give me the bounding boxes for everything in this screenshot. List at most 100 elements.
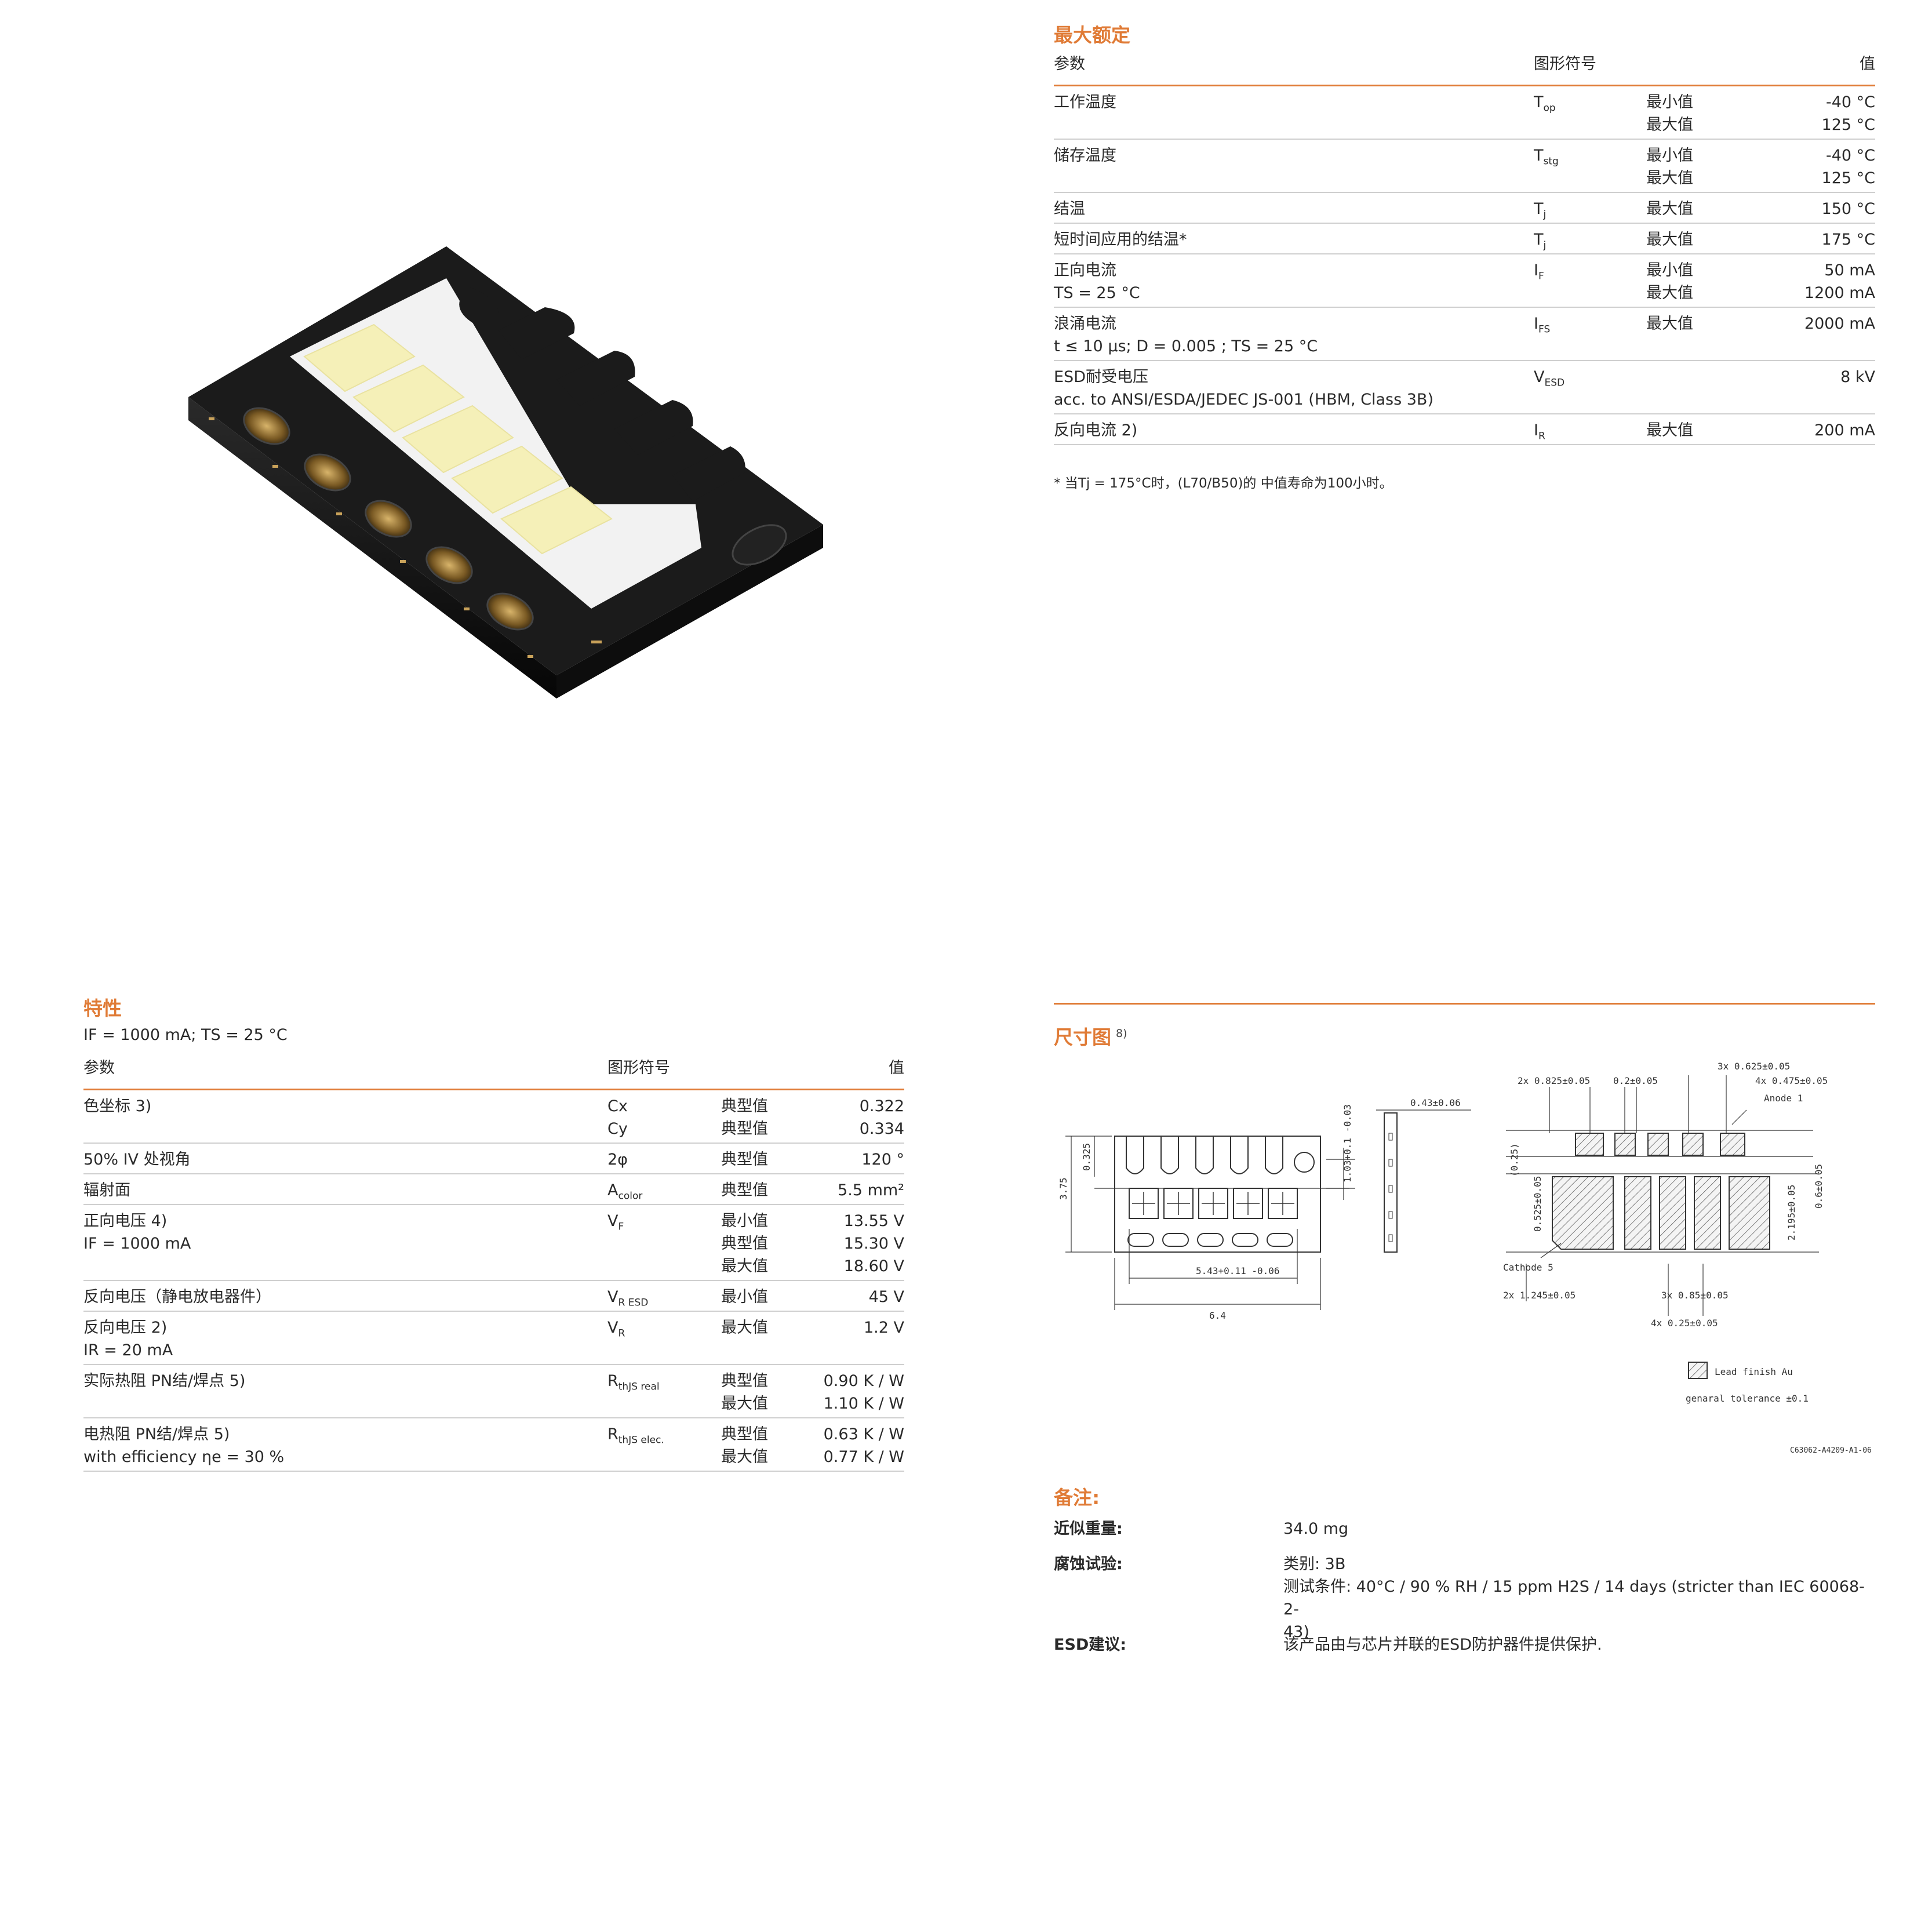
qualifier-line: 典型值 [721,1120,768,1138]
symbol-line: VF [607,1210,624,1232]
characteristics-row: 电热阻 PN结/焊点 5)with efficiency ηe = 30 %Rt… [83,1418,904,1472]
qualifier-line: 最大值 [721,1395,768,1413]
param-line: IF = 1000 mA [83,1235,191,1253]
note-value-line: 34.0 mg [1283,1520,1349,1538]
symbol-cell: Acolor [607,1179,642,1202]
param-cell: 正向电压 4)IF = 1000 mA [83,1210,191,1255]
symbol-cell: IF [1534,259,1544,282]
param-cell: 短时间应用的结温* [1054,228,1187,251]
qualifier-cell: 最大值 [721,1316,768,1339]
dim-label-3x085: 3x 0.85±0.05 [1661,1290,1729,1301]
param-cell: 工作温度 [1054,91,1116,114]
dimensions-title-text: 尺寸图 [1054,1026,1111,1049]
value-line: 0.63 K / W [823,1425,904,1443]
value-line: 45 V [868,1288,904,1306]
value-cell: 200 mA [1814,419,1875,442]
symbol-main: V [607,1288,618,1306]
param-line: 反向电流 2) [1054,421,1138,439]
qualifier-cell: 最小值 [721,1286,768,1308]
qualifier-cell: 最大值 [1646,198,1693,220]
characteristics-header-symbol: 图形符号 [607,1059,670,1077]
symbol-sub: thJS elec. [618,1434,664,1446]
qualifier-cell: 典型值 [721,1148,768,1171]
param-line: 电热阻 PN结/焊点 5) [83,1425,230,1443]
dim-label-0-6: 0.6±0.05 [1813,1164,1824,1209]
symbol-cell: IFS [1534,312,1550,335]
symbol-cell: Tj [1534,198,1546,220]
param-cell: 辐射面 [83,1179,130,1202]
symbol-cell: VR ESD [607,1286,648,1308]
param-line: TS = 25 °C [1054,284,1140,302]
symbol-main: T [1534,93,1544,111]
value-line: 1.2 V [864,1319,904,1337]
dim-label-2x1245: 2x 1.245±0.05 [1503,1290,1576,1301]
param-cell: 反向电压（静电放电器件） [83,1286,271,1308]
param-line: 结温 [1054,200,1085,218]
dim-label-anode: Anode 1 [1764,1093,1803,1104]
symbol-cell: Tj [1534,228,1546,251]
value-line: -40 °C [1825,93,1875,111]
param-line: 反向电压 2) [83,1319,168,1337]
value-cell: 5.5 mm² [838,1179,904,1202]
qualifier-cell: 典型值最大值 [721,1370,768,1415]
led-product-image [188,246,823,698]
param-line: 储存温度 [1054,147,1116,165]
qualifier-line: 最大值 [1646,421,1693,439]
value-line: 50 mA [1824,261,1875,279]
symbol-sub: R [618,1327,625,1340]
value-line: 120 ° [861,1151,904,1169]
symbol-cell: IR [1534,419,1545,442]
qualifier-line: 典型值 [721,1181,768,1199]
value-line: 200 mA [1814,421,1875,439]
value-line: 0.90 K / W [823,1372,904,1390]
symbol-cell: VF [607,1210,624,1232]
dim-label-1-03: 1.03+0.1 -0.03 [1342,1104,1353,1183]
qualifier-cell: 最大值 [1646,312,1693,335]
symbol-line: Acolor [607,1179,642,1202]
symbol-main: T [1534,231,1544,249]
symbol-cell: RthJS real [607,1370,660,1392]
note-label: ESD建议: [1054,1636,1127,1654]
symbol-cell: VR [607,1316,625,1339]
max-ratings-title: 最大额定 [1054,24,1130,46]
symbol-line: RthJS real [607,1370,660,1392]
symbol-main: I [1534,421,1538,439]
param-line: 工作温度 [1054,93,1116,111]
symbol-sub: op [1543,102,1556,114]
symbol-sub: F [618,1221,624,1233]
max-ratings-header-value: 值 [1860,55,1875,73]
qualifier-line: 最小值 [1646,261,1693,279]
symbol-line: 2φ [607,1148,628,1171]
symbol-main: I [1534,261,1538,279]
characteristics-row: 反向电压（静电放电器件） VR ESD 最小值 45 V [83,1281,904,1312]
value-cell: 150 °C [1822,198,1875,220]
notes-title: 备注: [1054,1486,1100,1509]
qualifier-cell: 最小值最大值 [1646,91,1693,136]
symbol-line: Cy [607,1118,628,1140]
characteristics-header-param: 参数 [83,1059,115,1077]
qualifier-line: 典型值 [721,1425,768,1443]
value-cell: 175 °C [1822,228,1875,251]
symbol-line: VR [607,1316,625,1339]
dim-label-2x0825: 2x 0.825±0.05 [1518,1075,1590,1086]
param-cell: 反向电流 2) [1054,419,1137,442]
note-value: 34.0 mg [1283,1518,1875,1540]
symbol-main: 2φ [607,1151,628,1169]
dim-label-0-525: 0.525±0.05 [1532,1176,1543,1232]
max-ratings-row: 反向电流 2) IR 最大值 200 mA [1054,414,1875,445]
param-line: 辐射面 [83,1181,130,1199]
dim-label-4x025: 4x 0.25±0.05 [1651,1318,1718,1329]
symbol-sub: stg [1543,155,1559,168]
note-value-line: 该产品由与芯片并联的ESD防护器件提供保护. [1283,1636,1602,1654]
drawing-id: C63062-A4209-A1-06 [1790,1446,1872,1455]
characteristics-condition: IF = 1000 mA; TS = 25 °C [83,1026,288,1044]
